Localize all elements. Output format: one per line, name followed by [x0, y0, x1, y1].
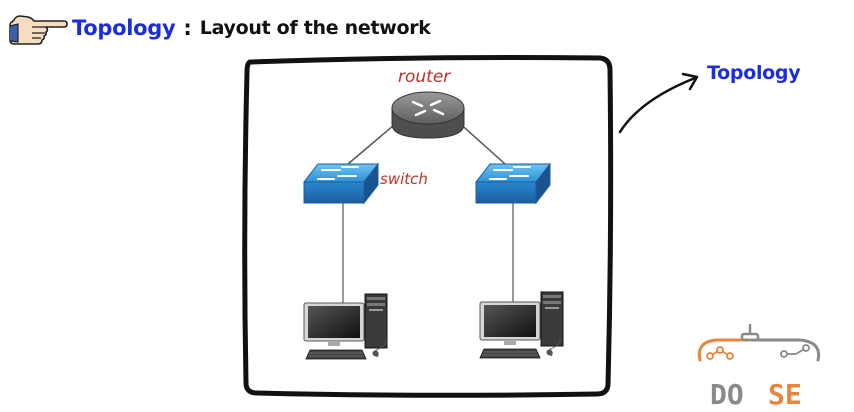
page-subtitle: Layout of the network [199, 17, 431, 39]
page-title: Topology [72, 16, 176, 40]
switch-icon [302, 162, 380, 205]
topology-side-label: Topology [707, 62, 801, 84]
logo-text-do: DO [710, 378, 744, 411]
switch-label: switch [380, 170, 428, 188]
arrow-head-icon [681, 72, 699, 91]
pointing-hand-icon [9, 15, 68, 45]
title-separator: : [183, 16, 192, 40]
switch-icon [474, 162, 552, 205]
header: Topology : Layout of the network [8, 6, 431, 50]
diagram-frame [242, 55, 614, 398]
computer-icon [303, 293, 388, 360]
curved-arrow-icon [618, 76, 697, 134]
logo-text-se: SE [768, 378, 802, 411]
link-router-switch2 [455, 119, 506, 165]
router-icon [391, 91, 465, 139]
link-router-switch1 [347, 119, 401, 165]
router-label: router [398, 67, 451, 87]
computer-icon [479, 291, 564, 359]
dose-logo: DO SE [697, 324, 821, 411]
